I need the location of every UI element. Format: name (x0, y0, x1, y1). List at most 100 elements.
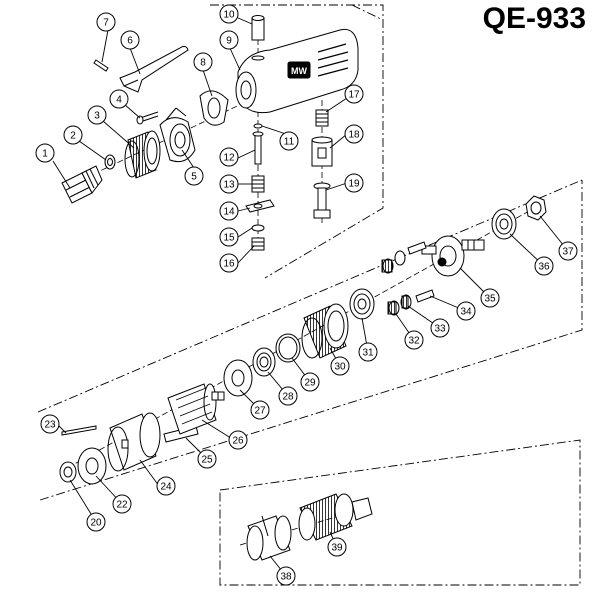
callout-circle (228, 430, 248, 450)
callout-circle (480, 288, 500, 308)
part-36-pin (407, 241, 427, 255)
callout-circle (358, 342, 378, 362)
callout-circle (219, 253, 239, 273)
callout-number: 7 (103, 18, 109, 29)
callout-number: 2 (70, 131, 76, 142)
part-24-pin (61, 425, 97, 436)
part-9-gasket (199, 90, 229, 126)
callout-number: 34 (460, 307, 472, 318)
callout-number: 36 (538, 262, 550, 273)
callout-number: 35 (484, 294, 496, 305)
callout-19: 19 (344, 173, 364, 193)
part-18-spring (315, 109, 329, 127)
callout-number: 6 (127, 36, 133, 47)
part-1-inlet-bushing (61, 165, 103, 204)
part-33-planet-gear (387, 300, 400, 316)
callout-number: 17 (348, 90, 360, 101)
callout-number: 31 (362, 348, 374, 359)
callout-2: 2 (63, 125, 83, 145)
callout-number: 25 (201, 455, 213, 466)
callout-13: 13 (219, 174, 239, 194)
callout-circle (300, 372, 320, 392)
part-5-screw (136, 111, 159, 125)
callout-38: 38 (276, 566, 296, 586)
callout-circle (456, 301, 476, 321)
callout-circle (120, 30, 140, 50)
callout-number: 37 (562, 247, 574, 258)
callout-circle (219, 174, 239, 194)
part-41-drill-chuck (298, 493, 373, 541)
part-14-spring (251, 175, 265, 193)
callout-32: 32 (404, 330, 424, 350)
callout-39: 39 (327, 537, 347, 557)
group-outline-motor (37, 179, 583, 501)
callout-circle (156, 476, 176, 496)
callout-number: 24 (160, 482, 172, 493)
callout-circle (558, 241, 578, 261)
callout-4: 4 (109, 89, 129, 109)
callout-number: 9 (226, 36, 232, 47)
callout-number: 14 (223, 207, 235, 218)
callout-14: 14 (219, 201, 239, 221)
part-11-plug (251, 15, 265, 61)
callout-circle (112, 494, 132, 514)
callout-circle (193, 52, 213, 72)
callout-17: 17 (344, 84, 364, 104)
callout-number: 16 (223, 259, 235, 270)
callout-circle (250, 400, 270, 420)
callout-circle (219, 227, 239, 247)
part-35-planet-pin (415, 289, 435, 303)
callout-7: 7 (96, 12, 116, 32)
group-outline-head (210, 4, 384, 279)
callout-number: 5 (191, 172, 197, 183)
callout-1: 1 (35, 143, 55, 163)
part-32-bearing (349, 288, 375, 320)
callout-10: 10 (219, 4, 239, 24)
callout-number: 13 (223, 180, 235, 191)
callout-circle (87, 105, 107, 125)
callout-15: 15 (219, 227, 239, 247)
callout-circle (430, 318, 450, 338)
callout-31: 31 (358, 342, 378, 362)
callout-circle (279, 131, 299, 151)
callout-number: 30 (334, 362, 346, 373)
callout-number: 23 (44, 420, 56, 431)
callout-26: 26 (228, 430, 248, 450)
callout-22: 22 (112, 494, 132, 514)
part-28-front-end-plate (223, 359, 253, 397)
part-8-lever-pin (93, 59, 109, 72)
part-22-bearing (59, 461, 77, 483)
part-12-o-ring (253, 123, 263, 129)
part-16-o-ring (251, 224, 265, 232)
group-outline-chuck (219, 439, 581, 586)
callout-number: 3 (94, 111, 100, 122)
callout-number: 20 (90, 518, 102, 529)
callout-28: 28 (278, 386, 298, 406)
callout-circle (96, 12, 116, 32)
callout-8: 8 (193, 52, 213, 72)
callout-37: 37 (558, 241, 578, 261)
callout-number: 19 (348, 179, 360, 190)
part-6-valve-body (159, 107, 196, 163)
part-31-ring-gear (301, 303, 349, 359)
callout-23: 23 (40, 414, 60, 434)
callout-11: 11 (279, 131, 299, 151)
part-20-regulator (313, 182, 331, 219)
part-7-throttle-lever (119, 45, 189, 93)
callout-34: 34 (456, 301, 476, 321)
part-23-rear-end-plate (77, 447, 107, 485)
callout-33: 33 (430, 318, 450, 338)
callout-circle (219, 201, 239, 221)
callout-circle (276, 566, 296, 586)
callout-circle (86, 512, 106, 532)
callout-6: 6 (120, 30, 140, 50)
part-2-washer (104, 154, 116, 170)
part-25-cylinder (107, 412, 161, 472)
part-34-needle-bearing (400, 294, 412, 310)
callout-number: 27 (254, 406, 266, 417)
callout-circle (327, 537, 347, 557)
callout-circle (35, 143, 55, 163)
callout-number: 1 (42, 149, 48, 160)
callout-circle (344, 84, 364, 104)
